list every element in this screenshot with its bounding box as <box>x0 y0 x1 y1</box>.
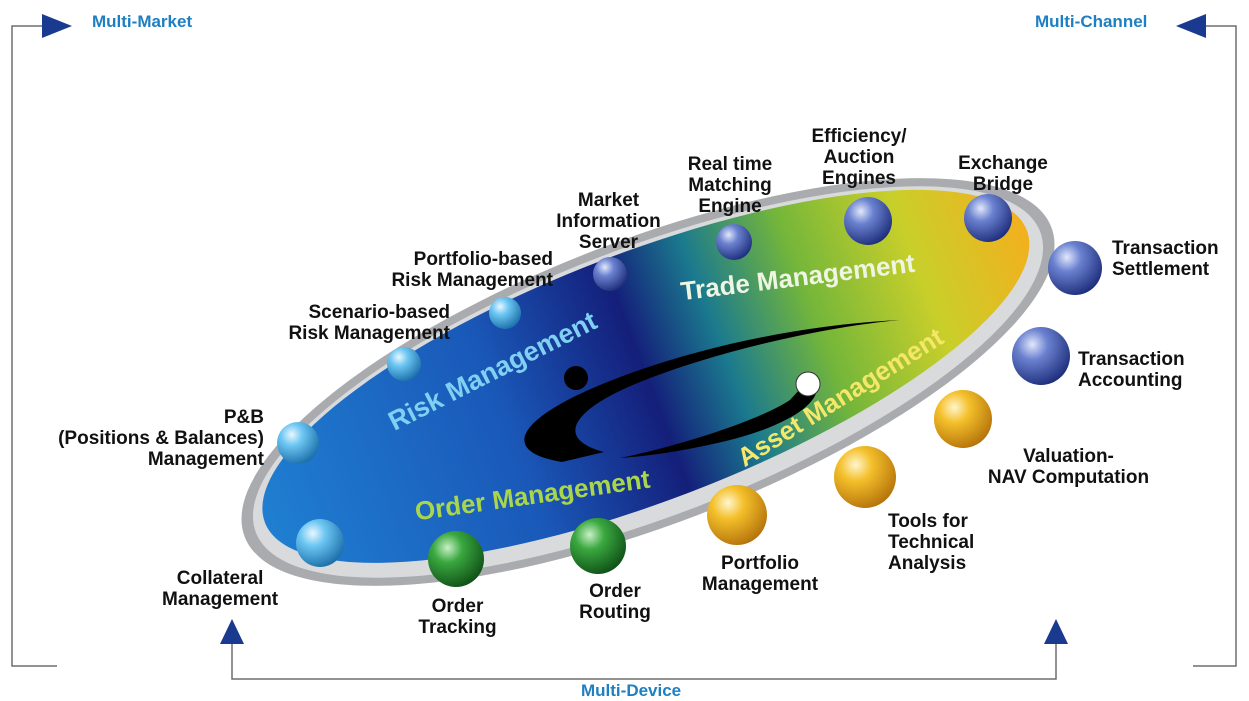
multi-market-label: Multi-Market <box>92 12 193 31</box>
orbit-white-dot <box>795 371 821 397</box>
sphere-collateral <box>296 519 344 567</box>
up-arrow-icon-right <box>1044 619 1068 644</box>
tools-technical-analysis-label: Tools for Technical Analysis <box>888 511 975 574</box>
sphere-order-routing <box>570 518 626 574</box>
matching-engine-label: Real time Matching Engine <box>687 154 773 217</box>
collateral-management-label: Collateral Management <box>162 568 279 610</box>
exchange-bridge-label: Exchange Bridge <box>958 153 1048 195</box>
efficiency-auction-label: Efficiency/ Auction Engines <box>811 126 907 189</box>
left-arrow-icon <box>1176 14 1206 38</box>
sphere-scenario <box>387 347 421 381</box>
order-tracking-label: Order Tracking <box>418 596 497 638</box>
sphere-accounting <box>1012 327 1070 385</box>
transaction-settlement-label: Transaction Settlement <box>1112 238 1219 280</box>
sphere-valuation <box>934 390 992 448</box>
orbit-swoosh <box>524 320 900 462</box>
right-arrow-icon <box>42 14 72 38</box>
sphere-matching <box>716 224 752 260</box>
market-information-server-label: Market Information Server <box>556 190 661 253</box>
scenario-risk-label: Scenario-based Risk Management <box>288 302 450 344</box>
sphere-tools <box>834 446 896 508</box>
sphere-market-info <box>593 257 627 291</box>
orbit-black-dot <box>564 366 588 390</box>
frame-lines <box>11 25 1237 680</box>
portfolio-management-label: Portfolio Management <box>701 553 819 595</box>
up-arrow-icon-left <box>220 619 244 644</box>
sphere-pb <box>277 422 319 464</box>
sphere-order-tracking <box>428 531 484 587</box>
pb-management-label: P&B (Positions & Balances) Management <box>58 407 264 470</box>
sphere-exchange <box>964 194 1012 242</box>
valuation-nav-label: Valuation- NAV Computation <box>987 446 1150 488</box>
sphere-efficiency <box>844 197 892 245</box>
portfolio-risk-label: Portfolio-based Risk Management <box>391 249 553 291</box>
spheres <box>277 194 1102 587</box>
sphere-settlement <box>1048 241 1102 295</box>
sphere-portfolio-mgmt <box>707 485 767 545</box>
transaction-accounting-label: Transaction Accounting <box>1078 349 1185 391</box>
sphere-portfolio-risk <box>489 297 521 329</box>
order-routing-label: Order Routing <box>579 581 651 623</box>
multi-device-label: Multi-Device <box>581 681 682 700</box>
multi-channel-label: Multi-Channel <box>1035 12 1148 31</box>
